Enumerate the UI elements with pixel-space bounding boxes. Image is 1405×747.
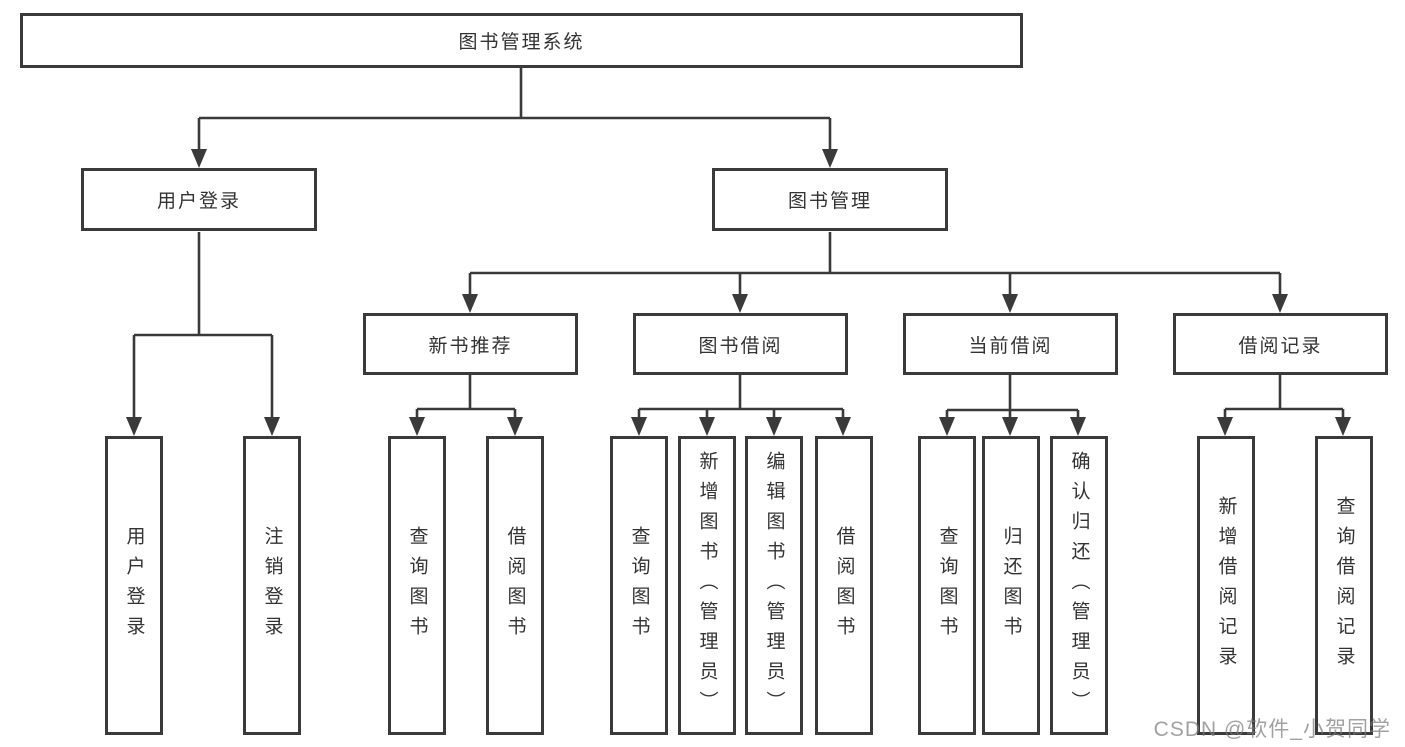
leaf-query-books-current: 查询图书 [918,436,976,735]
leaf-edit-books-admin: 编辑图书（管理员） [745,436,803,735]
node-borrowing-records: 借阅记录 [1173,313,1388,375]
node-book-borrowing: 图书借阅 [633,313,848,375]
node-library-management-system: 图书管理系统 [20,13,1023,68]
node-user-login: 用户登录 [81,168,317,231]
leaf-borrow-books: 借阅图书 [815,436,873,735]
leaf-add-borrow-record: 新增借阅记录 [1197,436,1255,735]
leaf-query-books-borrowing: 查询图书 [610,436,668,735]
leaf-query-borrow-record: 查询借阅记录 [1315,436,1373,735]
node-book-management: 图书管理 [712,168,948,231]
leaf-logout: 注销登录 [243,436,301,735]
leaf-borrow-books-recommendation: 借阅图书 [486,436,544,735]
leaf-user-login: 用户登录 [105,436,163,735]
leaf-add-books-admin: 新增图书（管理员） [678,436,736,735]
csdn-watermark: CSDN @软件_小贺同学 [1153,718,1391,741]
node-new-book-recommendation: 新书推荐 [363,313,578,375]
node-current-borrowing: 当前借阅 [903,313,1118,375]
leaf-query-books-recommendation: 查询图书 [388,436,446,735]
leaf-return-books: 归还图书 [982,436,1040,735]
leaf-confirm-return-admin: 确认归还（管理员） [1050,436,1108,735]
